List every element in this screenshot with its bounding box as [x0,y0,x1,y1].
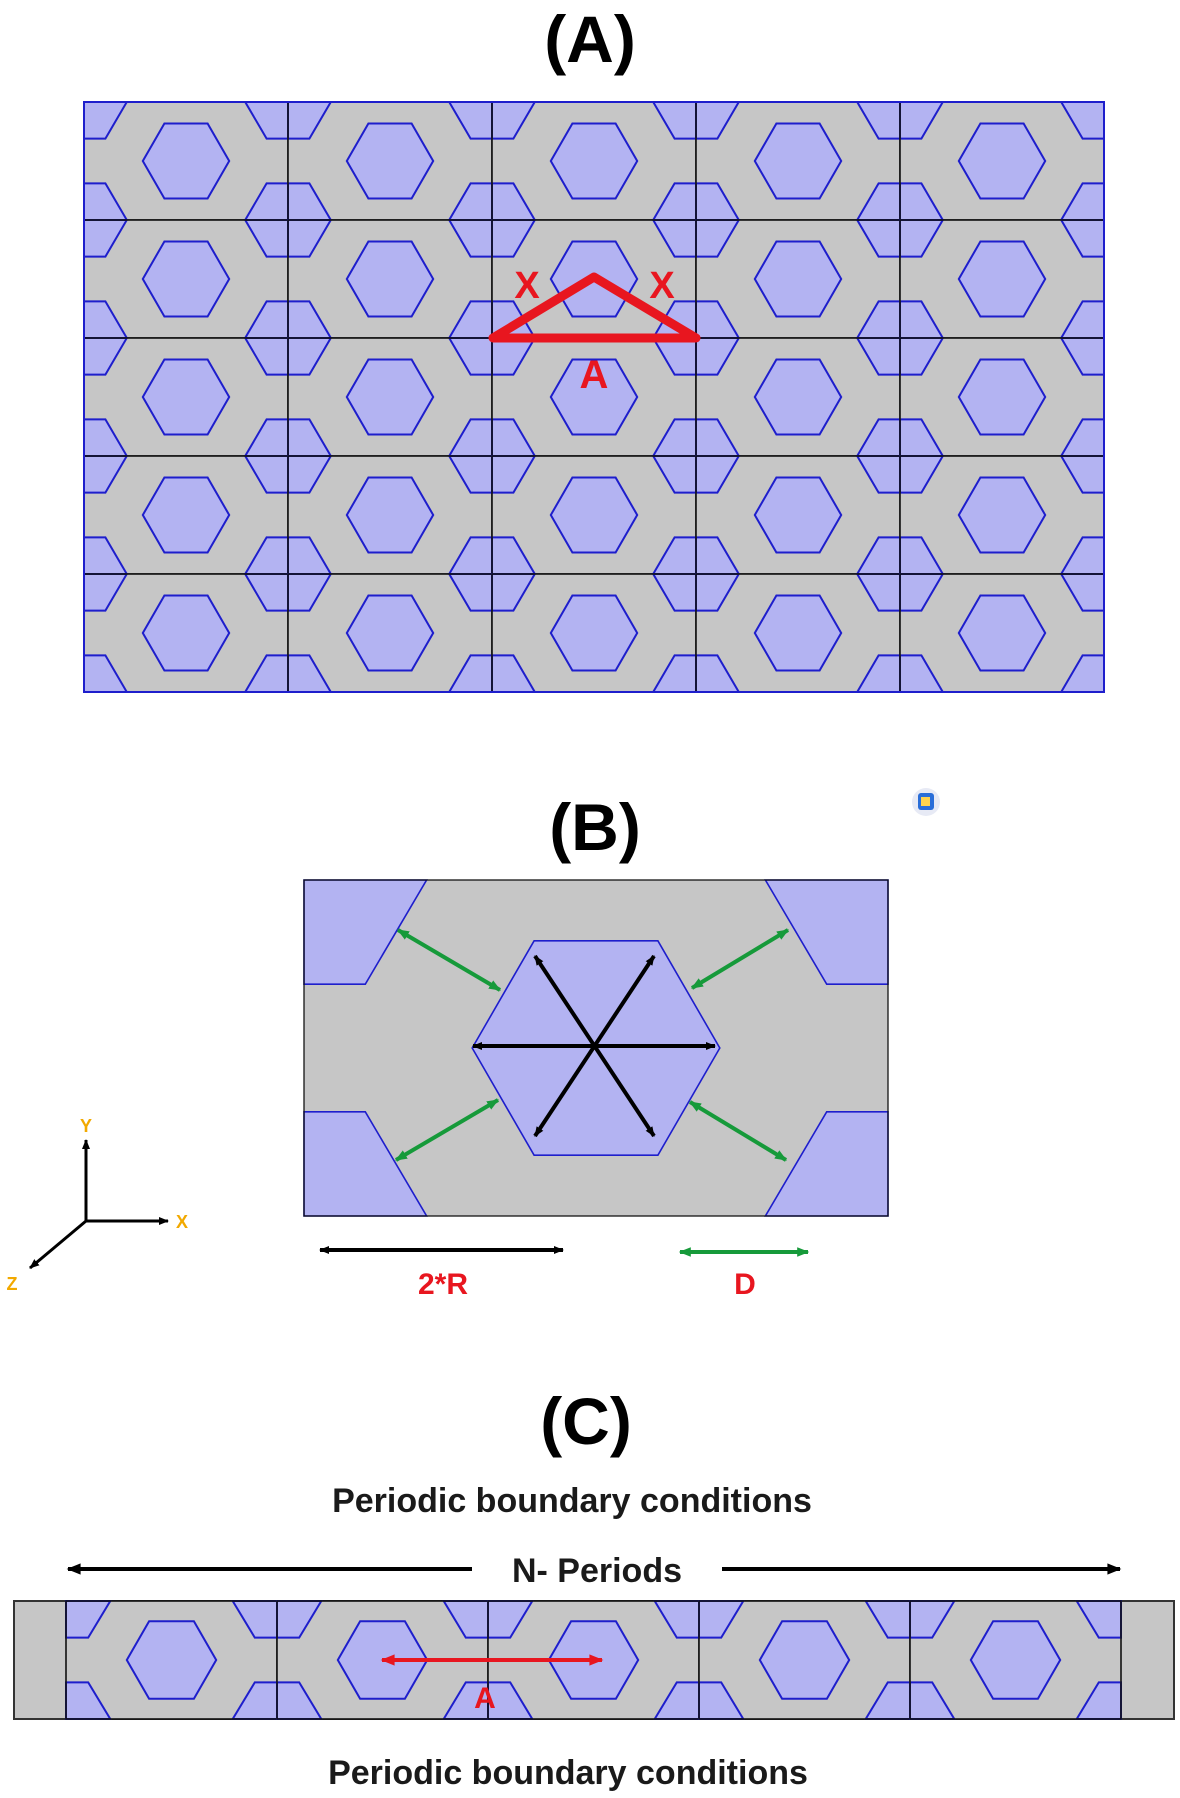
hexagonal-hole [345,240,435,318]
radius-label: 2*R [418,1268,468,1301]
lattice-cell [83,219,289,339]
hexagonal-hole [549,122,639,200]
hexagonal-hole [957,240,1047,318]
hexagonal-hole [345,358,435,436]
lattice-cell [491,101,697,221]
lattice-cell [491,573,697,693]
hexagonal-hole [957,476,1047,554]
lattice-cell [287,337,493,457]
lattice-outline [83,101,1105,693]
hexagonal-hole [125,1620,218,1700]
strip-cell [698,1600,911,1720]
panel-c: (C) Periodic boundary conditions N- Peri… [13,1384,1175,1792]
strip-cell [909,1600,1122,1720]
z-axis-arrow [29,1219,87,1270]
lattice-cell [899,455,1105,575]
radius-arrow-diagonal-2 [533,954,656,1138]
panel-b-title: (B) [549,790,641,864]
spacing-arrow-lower-right [688,1100,788,1162]
lattice-cell [83,337,289,457]
lattice-cell [491,455,697,575]
side-label-right: X [649,265,675,307]
z-axis-label: Z [7,1274,18,1294]
panel-b: (B) 2*R D Y X Z [7,790,889,1301]
lattice-cell [83,455,289,575]
lattice-cell [695,455,901,575]
cell-border [303,879,889,1217]
lattice-cell [695,219,901,339]
honeycomb-lattice-grid [83,101,1105,693]
x-axis-label: X [176,1212,188,1232]
hexagonal-hole [753,240,843,318]
panel-a: (A) X X A [83,2,1105,693]
hexagonal-hole [345,476,435,554]
spacing-label: D [734,1268,756,1301]
hexagonal-hole [753,476,843,554]
spacing-arrow-lower-left [394,1098,500,1162]
hexagonal-hole [549,358,639,436]
hexagonal-hole [549,594,639,672]
red-triangle [488,272,701,343]
lattice-cell [695,337,901,457]
cell-border [909,1600,1122,1720]
hexagonal-hole [969,1620,1062,1700]
hexagonal-hole [345,594,435,672]
hexagonal-hole [141,358,231,436]
side-label-left: X [514,265,540,307]
lattice-constant-label: A [474,1682,496,1715]
hexagonal-hole [549,476,639,554]
lattice-cell [287,101,493,221]
hexagonal-hole [957,122,1047,200]
app-logo-icon [912,788,940,816]
hexagonal-hole [141,240,231,318]
spacing-arrows [394,928,790,1162]
spacing-arrow-upper-left [396,928,502,992]
pbc-bottom-text: Periodic boundary conditions [328,1754,808,1792]
lattice-cell [83,101,289,221]
hexagonal-hole [758,1620,851,1700]
lattice-cell [287,219,493,339]
dimension-legend: 2*R D [319,1246,810,1301]
lattice-cell [899,101,1105,221]
panel-a-title: (A) [544,2,636,76]
lattice-cell [899,219,1105,339]
periods-label: N- Periods [512,1552,682,1590]
y-axis-label: Y [80,1116,92,1136]
hexagonal-hole [753,594,843,672]
lattice-cell [899,337,1105,457]
periodic-strip [13,1600,1175,1720]
radius-arrows [472,954,716,1138]
hexagonal-hole [753,358,843,436]
hexagonal-hole [141,594,231,672]
lattice-cell [899,573,1105,693]
lattice-cell [695,573,901,693]
hexagonal-hole [345,122,435,200]
lattice-cell [287,455,493,575]
lattice-cell [83,573,289,693]
strip-cell [65,1600,278,1720]
lattice-cell [287,573,493,693]
panel-c-title: (C) [540,1384,632,1458]
base-label: A [580,353,609,397]
pbc-top-text: Periodic boundary conditions [332,1482,812,1520]
lattice-cell [491,337,697,457]
spacing-arrow-upper-right [690,928,790,990]
hexagonal-hole [141,476,231,554]
hexagonal-hole [957,358,1047,436]
lattice-triangle-annotation: X X A [488,265,701,397]
lattice-cell [695,101,901,221]
hexagonal-hole [957,594,1047,672]
coordinate-axes: Y X Z [7,1116,189,1294]
hexagonal-hole [753,122,843,200]
hexagonal-hole [141,122,231,200]
